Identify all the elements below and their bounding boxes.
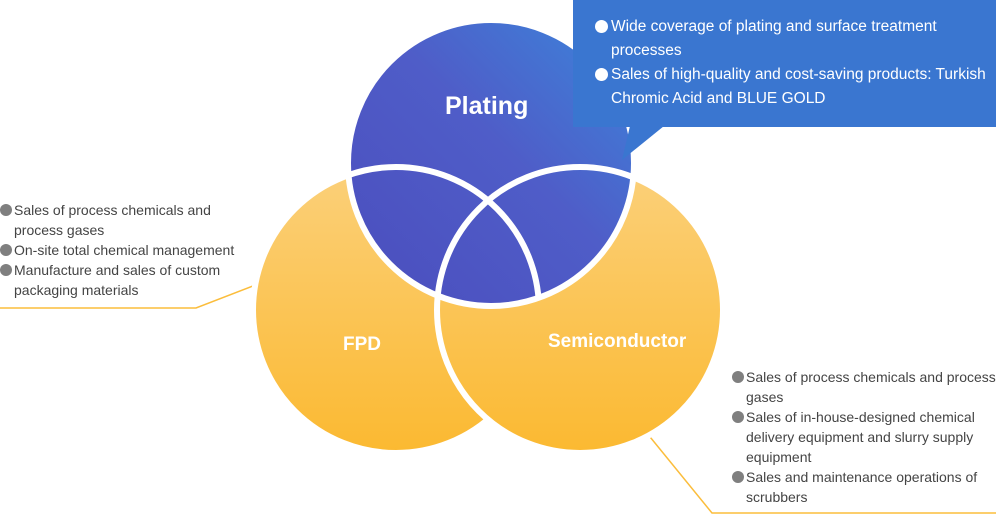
plating-features-list: Wide coverage of plating and surface tre…: [595, 15, 988, 111]
plating-feature-text: Sales of high-quality and cost-saving pr…: [611, 66, 986, 107]
bullet-icon: [595, 68, 608, 81]
fpd-feature-item: Sales of process chemicals and process g…: [0, 200, 258, 240]
fpd-feature-text: On-site total chemical management: [14, 242, 235, 258]
bullet-icon: [0, 264, 12, 276]
semiconductor-label: Semiconductor: [548, 331, 687, 352]
semiconductor-feature-item: Sales of in-house-designed chemical deli…: [732, 407, 996, 467]
semiconductor-feature-item: Sales of process chemicals and process g…: [732, 367, 996, 407]
fpd-features-list: Sales of process chemicals and process g…: [0, 200, 258, 300]
fpd-feature-item: On-site total chemical management: [0, 240, 258, 260]
plating-feature-text: Wide coverage of plating and surface tre…: [611, 18, 937, 59]
semiconductor-feature-text: Sales of process chemicals and process g…: [746, 369, 996, 405]
bullet-icon: [595, 20, 608, 33]
bullet-icon: [0, 204, 12, 216]
fpd-overlap-outline: [348, 164, 542, 306]
semiconductor-overlap-outline: [434, 164, 634, 306]
plating-label: Plating: [445, 92, 529, 120]
fpd-leader-line: [0, 283, 259, 309]
plating-callout: Wide coverage of plating and surface tre…: [573, 0, 996, 127]
bullet-icon: [0, 244, 12, 256]
fpd-feature-item: Manufacture and sales of custom packagin…: [0, 260, 258, 300]
bullet-icon: [732, 471, 744, 483]
fpd-feature-text: Sales of process chemicals and process g…: [14, 202, 211, 238]
fpd-feature-text: Manufacture and sales of custom packagin…: [14, 262, 221, 298]
plating-circle: [348, 20, 634, 306]
bullet-icon: [732, 411, 744, 423]
semiconductor-feature-text: Sales of in-house-designed chemical deli…: [746, 409, 975, 465]
semiconductor-leader-line: [645, 431, 996, 514]
semiconductor-feature-item: Sales and maintenance operations of scru…: [732, 467, 996, 507]
fpd-label: FPD: [343, 334, 381, 355]
semiconductor-features-list: Sales of process chemicals and process g…: [732, 367, 996, 507]
bullet-icon: [732, 371, 744, 383]
plating-feature-item: Wide coverage of plating and surface tre…: [595, 15, 988, 63]
plating-feature-item: Sales of high-quality and cost-saving pr…: [595, 63, 988, 111]
semiconductor-feature-text: Sales and maintenance operations of scru…: [746, 469, 978, 505]
callout-pointer: [622, 126, 664, 160]
plating-outline: [345, 17, 637, 309]
